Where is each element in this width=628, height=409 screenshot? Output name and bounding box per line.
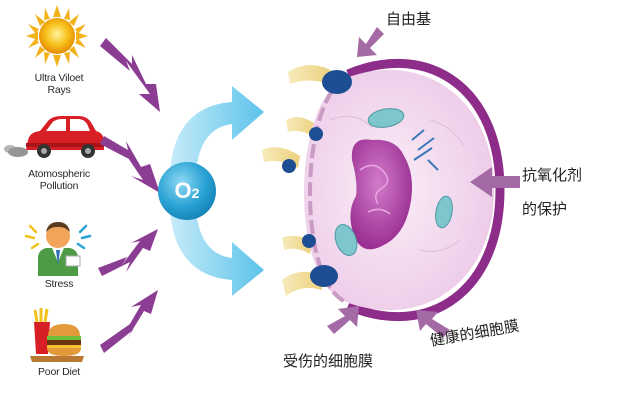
label-pollution: Atomospheric Pollution: [14, 168, 104, 192]
cell: [262, 59, 505, 321]
label-stress-line1: Stress: [44, 278, 74, 290]
arrow-damaged-membrane: [327, 306, 359, 334]
zigzag-arrow-uv: [100, 38, 160, 112]
label-free-radical: 自由基: [386, 10, 432, 28]
label-diet: Poor Diet: [14, 366, 104, 378]
label-diet-line1: Poor Diet: [38, 366, 80, 378]
o2-label-main: O: [174, 178, 192, 203]
label-antioxidant-line1: 抗氧化剂: [522, 166, 583, 184]
o2-circle: [158, 162, 216, 220]
arrow-healthy-membrane: [416, 310, 450, 338]
label-arrows: [327, 27, 520, 338]
zigzag-arrow-pollution: [100, 136, 160, 193]
label-uv-line2: Rays: [47, 84, 71, 96]
o2-label-sub: 2: [191, 185, 200, 201]
label-damaged-membrane: 受伤的细胞膜: [283, 352, 374, 370]
endoplasmic-reticulum: [411, 129, 439, 171]
label-uv-line1: Ultra Viloet: [34, 72, 84, 84]
curved-arrow-upper: [170, 86, 264, 172]
fast-food-icon: [30, 308, 84, 362]
free-radical-dots: [282, 70, 352, 287]
source-arrows: [98, 38, 160, 353]
zigzag-arrow-stress: [98, 229, 158, 276]
label-stress: Stress: [14, 278, 104, 290]
arrow-antioxidant: [470, 167, 520, 197]
zigzag-arrow-diet: [100, 290, 158, 353]
o2-output-arrows: [170, 86, 264, 296]
car-icon: [4, 116, 104, 158]
label-antioxidant-line2: 的保护: [522, 200, 568, 218]
label-pollution-line2: Pollution: [39, 180, 79, 192]
sun-icon: [26, 5, 88, 67]
label-pollution-line1: Atomospheric: [28, 168, 90, 180]
stressed-person-icon: [24, 222, 92, 276]
o2-label: O2: [157, 173, 217, 209]
cell-membrane-damaged: [308, 76, 348, 304]
label-uv: Ultra Viloet Rays: [14, 72, 104, 96]
arrow-free-radical: [357, 27, 384, 57]
mitochondria: [334, 108, 453, 256]
curved-arrow-lower: [170, 210, 264, 296]
